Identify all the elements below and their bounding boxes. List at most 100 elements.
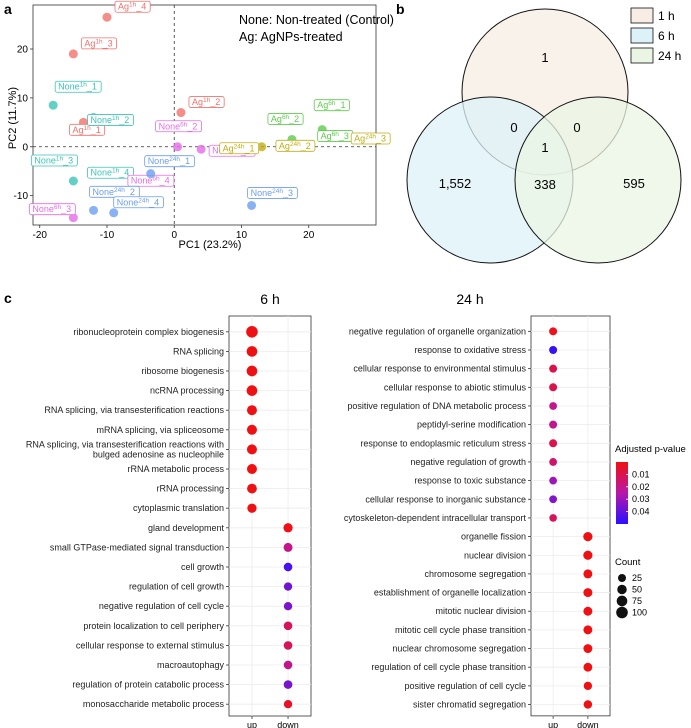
pca-point-label-tail: _3 <box>375 134 386 144</box>
pca-annotation: None: Non-treated (Control) Ag: AgNPs-tre… <box>239 13 394 44</box>
pca-point-label-sup: 6h <box>54 204 62 211</box>
padj-tick-label: 0.04 <box>632 507 650 517</box>
venn-region-count: 1 <box>541 140 548 155</box>
pca-point-label-tail: _4 <box>118 168 129 178</box>
pca-point-label-base: None <box>159 121 181 131</box>
pca-point-label-box <box>54 80 102 93</box>
dotplot-term-label: sister chromatid segregation <box>413 700 526 710</box>
pca-point-label-base: None <box>148 156 170 166</box>
pca-point <box>89 205 99 215</box>
pca-point-label-sup: 1h <box>112 168 120 175</box>
dotplot-dot <box>583 644 593 654</box>
dotplot-term-label: response to toxic substance <box>414 476 526 486</box>
pca-point-label: None24h_1 <box>148 156 190 166</box>
pca-point-label-sup: 6h <box>152 176 160 183</box>
dotplot-title: 6 h <box>260 291 279 307</box>
pca-point-label: None24h_2 <box>93 187 135 197</box>
pca-point-label: None1h_4 <box>91 168 130 178</box>
dotplot-dot <box>549 383 558 392</box>
pca-annotation-line: None: Non-treated (Control) <box>239 13 394 27</box>
pca-point-label-sup: 24h <box>365 134 376 141</box>
dotplot-term-label: rRNA metabolic process <box>127 464 224 474</box>
dotplot-term-label: ribonucleoprotein complex biogenesis <box>73 327 224 337</box>
pca-point-label-sup: 1h <box>129 2 137 9</box>
dotplot-term-label: chromosome segregation <box>424 569 526 579</box>
pca-point-label: None6h_3 <box>32 204 71 214</box>
count-tick-label: 75 <box>632 596 642 606</box>
pca-point <box>109 208 119 218</box>
pca-point-label-base: None <box>91 115 113 125</box>
pca-point <box>257 142 267 152</box>
pca-point-label-box <box>114 0 151 13</box>
dotplot-term-label: RNA splicing, via transesterification re… <box>26 439 224 459</box>
dotplot-term-label: response to endoplasmic reticulum stress <box>360 438 526 448</box>
pca-point-label-box <box>28 203 76 216</box>
dotplot-term-label: cellular response to abiotic stimulus <box>384 382 527 392</box>
dotplot-dot <box>246 365 258 377</box>
venn-region-count: 1,552 <box>439 176 472 191</box>
dotplot-dot <box>283 641 293 650</box>
pca-point-label-base: None <box>34 156 56 166</box>
dotplot-term-label: mitotic nuclear division <box>435 606 526 616</box>
pca-point-label: Ag24h_1 <box>223 143 255 153</box>
pca-point-label-tail: _2 <box>118 115 129 125</box>
pca-point-label-box <box>188 96 225 108</box>
pca-x-tick-label: 20 <box>303 230 315 241</box>
pca-point-label-tail: _1 <box>90 125 101 135</box>
pca-point-label: Ag6h_2 <box>271 114 299 124</box>
pca-point-label-box <box>247 187 298 199</box>
pca-point-label-sup: 1h <box>83 125 91 132</box>
dotplot-term-label: response to oxidative stress <box>414 345 526 355</box>
dotplot-term-label: negative regulation of cell cycle <box>99 601 224 611</box>
pca-point-label-sup: 24h <box>169 156 180 163</box>
dotplot-term-label: monosaccharide metabolic process <box>83 699 225 709</box>
pca-point-label-sup: 6h <box>332 131 340 138</box>
venn-legend-label: 6 h <box>658 29 675 43</box>
dotplot-term-label: protein localization to cell periphery <box>83 621 224 631</box>
dotplot-dot <box>549 420 558 429</box>
pca-point <box>68 213 78 223</box>
count-legend-dot <box>616 595 628 607</box>
dotplot-term-label: gland development <box>148 523 225 533</box>
dotplot-dot <box>549 514 557 522</box>
dotplot-term-label: cellular response to inorganic substance <box>365 494 526 504</box>
pca-point-label-box <box>313 99 350 112</box>
pca-point-label-box <box>87 114 134 126</box>
dotplot-term-label: RNA splicing, via transesterification re… <box>44 405 224 415</box>
dotplot-dot <box>246 444 257 455</box>
dotplot-term-label: regulation of cell growth <box>129 582 224 592</box>
pca-point-label: None1h_2 <box>91 115 130 125</box>
dotplot-dot <box>583 531 593 542</box>
pca-x-tick-label: -10 <box>100 230 115 241</box>
pca-point-label-sup: 24h <box>114 187 125 194</box>
pca-x-axis-label: PC1 (23.2%) <box>179 239 242 251</box>
pca-point-label-tail: _2 <box>300 141 311 151</box>
count-tick-label: 25 <box>632 573 642 583</box>
venn-set-circle <box>514 96 682 264</box>
pca-point-label-sup: 1h <box>112 115 120 122</box>
panel-label-a: a <box>4 1 12 17</box>
pca-point-label-base: None <box>91 168 113 178</box>
dotplot-term-label: macroautophagy <box>157 660 225 670</box>
panel-label-c: c <box>4 290 12 306</box>
dotplot-dot <box>549 458 558 466</box>
dotplot-dot <box>583 550 593 560</box>
pca-point <box>68 176 78 186</box>
pca-point <box>173 142 183 152</box>
dotplot-dot <box>549 495 558 504</box>
dotplot-term-label: negative regulation of organelle organiz… <box>349 326 526 336</box>
pca-x-tick-label: -20 <box>32 230 47 241</box>
dotplot-dot <box>247 503 257 513</box>
dotplot-dot <box>246 326 258 338</box>
venn-region-count: 595 <box>623 176 645 191</box>
pca-x-tick-label: 0 <box>171 230 177 241</box>
dotplot-term-label-line1: RNA splicing, via transesterification re… <box>26 439 224 449</box>
venn-region-count: 1 <box>541 50 548 65</box>
pca-point-label: None6h_4 <box>131 176 170 186</box>
venn-legend-key <box>630 47 654 64</box>
pca-annotation-line: Ag: AgNPs-treated <box>239 30 343 44</box>
pca-point-label-box <box>30 154 78 167</box>
dotplot-dot <box>583 606 593 616</box>
pca-point-label-tail: _3 <box>338 131 349 141</box>
